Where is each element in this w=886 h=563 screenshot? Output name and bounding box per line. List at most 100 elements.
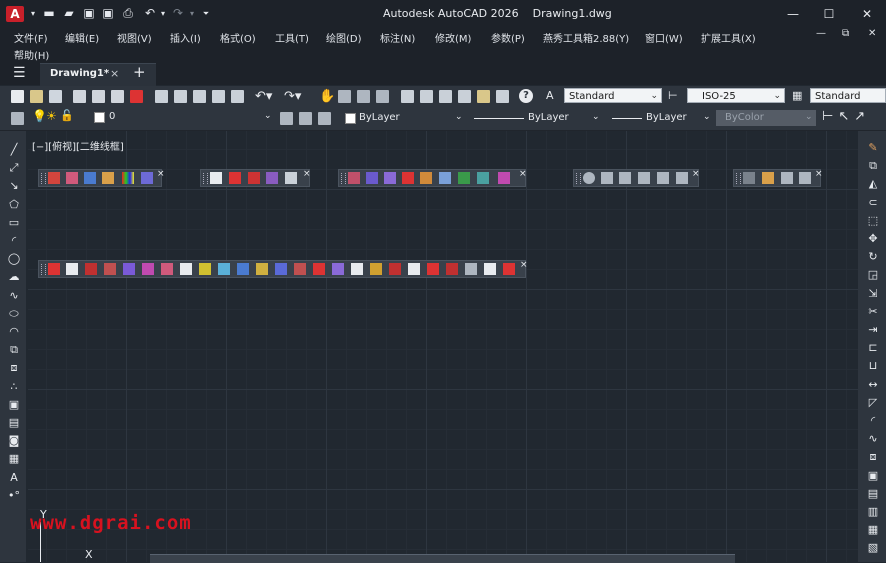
zoom-previous-icon[interactable]	[376, 90, 389, 103]
line-icon[interactable]: ╱	[10, 143, 18, 156]
menu-file[interactable]: 文件(F)	[14, 34, 48, 45]
hamburger-menu-icon[interactable]: ☰	[13, 65, 26, 81]
tool-icon[interactable]	[104, 263, 116, 275]
tab-close-icon[interactable]: ×	[110, 67, 120, 80]
tool-icon[interactable]	[275, 263, 287, 275]
tool-icon[interactable]	[366, 172, 378, 184]
close-button[interactable]: ✕	[861, 7, 873, 21]
paste-icon[interactable]	[193, 90, 206, 103]
tool-icon[interactable]	[66, 172, 78, 184]
region-icon[interactable]: ◙	[8, 434, 20, 448]
3d-print-icon[interactable]	[130, 90, 143, 103]
save-file-icon[interactable]	[49, 90, 62, 103]
tool-icon[interactable]	[294, 263, 306, 275]
redo-icon[interactable]: ↷	[172, 6, 184, 20]
layer-previous-icon[interactable]	[299, 112, 312, 125]
layer-properties-icon[interactable]	[11, 112, 24, 125]
tool-icon[interactable]	[389, 263, 401, 275]
doc-restore-button[interactable]: ⧉	[842, 28, 850, 39]
toolbar-grip[interactable]	[203, 173, 208, 184]
revision-cloud-icon[interactable]: ☁	[8, 270, 20, 284]
tool-icon[interactable]	[285, 172, 297, 184]
rotate-icon[interactable]: ↻	[868, 250, 878, 264]
app-menu-arrow-icon[interactable]: ▾	[30, 9, 35, 18]
explode-icon[interactable]: ⧈	[869, 450, 877, 464]
tool-icon[interactable]	[102, 172, 114, 184]
tool-icon[interactable]	[141, 172, 153, 184]
menu-modify[interactable]: 修改(M)	[435, 34, 472, 45]
tool-icon[interactable]	[237, 263, 249, 275]
linetype-select[interactable]: ByLayer ⌄	[470, 110, 604, 126]
plot-icon[interactable]: ⎙	[123, 6, 133, 20]
text-style-select[interactable]: Standard⌄	[564, 88, 662, 103]
tab-drawing1[interactable]: Drawing1* ×	[40, 63, 156, 86]
tool-icon[interactable]	[210, 172, 222, 184]
trim-icon[interactable]: ✂	[868, 304, 878, 318]
design-center-icon[interactable]	[420, 90, 433, 103]
ellipse-icon[interactable]: ⬭	[9, 306, 19, 320]
layer-unlock-icon[interactable]: 🔓	[60, 109, 74, 122]
scale-icon[interactable]: ◲	[867, 268, 879, 282]
insert-block-icon[interactable]: ⧉	[10, 343, 18, 357]
tool-icon[interactable]	[743, 172, 755, 184]
toolbar-close-icon[interactable]: ×	[692, 169, 700, 179]
tool-icon[interactable]	[781, 172, 793, 184]
tool-icon[interactable]	[313, 263, 325, 275]
construction-line-icon[interactable]: ⤢	[9, 161, 19, 175]
drawing-canvas[interactable]	[28, 131, 858, 562]
tool-icon[interactable]	[601, 172, 613, 184]
tool-icon[interactable]	[199, 263, 211, 275]
properties-icon[interactable]	[401, 90, 414, 103]
draworder-icon[interactable]: ▣	[867, 468, 879, 482]
ellipse-arc-icon[interactable]: ◠	[9, 325, 19, 339]
layer-thaw-icon[interactable]: ☀	[46, 109, 57, 123]
tool-icon[interactable]	[248, 172, 260, 184]
tool-icon[interactable]	[503, 263, 515, 275]
spline-icon[interactable]: ∿	[9, 288, 19, 302]
cut-icon[interactable]	[155, 90, 168, 103]
saveas-icon[interactable]: ▣	[102, 6, 114, 20]
menu-edit[interactable]: 编辑(E)	[65, 34, 100, 45]
help-icon[interactable]: ?	[519, 89, 533, 103]
plot-style-select[interactable]: ByColor ⌄	[716, 110, 816, 126]
layer-state-icon[interactable]	[318, 112, 331, 125]
point-icon[interactable]: ∴	[10, 379, 18, 393]
tool-icon[interactable]	[66, 263, 78, 275]
undo-icon[interactable]: ↶	[144, 6, 156, 20]
toolbar-close-icon[interactable]: ×	[519, 169, 527, 179]
customize-icon[interactable]: ⏷	[202, 9, 210, 18]
arc-icon[interactable]: ◜	[11, 234, 17, 248]
dimension-quick-icons[interactable]: ⊢↖↗	[822, 109, 871, 124]
mirror-icon[interactable]: ◭	[868, 177, 878, 191]
table-icon[interactable]: ▦	[8, 452, 20, 466]
tool-icon[interactable]	[48, 263, 60, 275]
tool-icon[interactable]	[161, 263, 173, 275]
new-tab-button[interactable]: +	[133, 63, 146, 81]
plot-icon[interactable]	[73, 90, 86, 103]
menu-draw[interactable]: 绘图(D)	[326, 34, 362, 45]
lineweight-dropdown-icon[interactable]: ⌄	[703, 112, 711, 122]
toolbar-grip[interactable]	[341, 173, 346, 184]
tool-palettes-icon[interactable]	[439, 90, 452, 103]
gradient-icon[interactable]: ▤	[8, 416, 20, 430]
tool-icon[interactable]	[229, 172, 241, 184]
doc-close-button[interactable]: ✕	[868, 28, 877, 39]
make-block-icon[interactable]: ⧈	[10, 361, 18, 375]
toolbar-grip[interactable]	[736, 173, 741, 184]
new-icon[interactable]: ▬	[43, 6, 55, 20]
tool-icon[interactable]	[484, 263, 496, 275]
menu-parametric[interactable]: 参数(P)	[491, 34, 525, 45]
block-editor-icon[interactable]	[231, 90, 244, 103]
tool-icon[interactable]	[465, 263, 477, 275]
menu-dimension[interactable]: 标注(N)	[380, 34, 416, 45]
color-palette-icon[interactable]	[122, 172, 134, 184]
menu-tools[interactable]: 工具(T)	[275, 34, 309, 45]
erase-icon[interactable]: ✎	[868, 141, 878, 154]
undo-dropdown-icon[interactable]: ▾	[160, 9, 165, 18]
layer-dropdown-icon[interactable]: ⌄	[264, 111, 272, 121]
toolbar-grip[interactable]	[41, 173, 46, 184]
menu-help[interactable]: 帮助(H)	[14, 51, 50, 62]
color-dropdown-icon[interactable]: ⌄	[455, 112, 463, 122]
menu-format[interactable]: 格式(O)	[220, 34, 256, 45]
copy-object-icon[interactable]: ⧉	[869, 159, 877, 173]
